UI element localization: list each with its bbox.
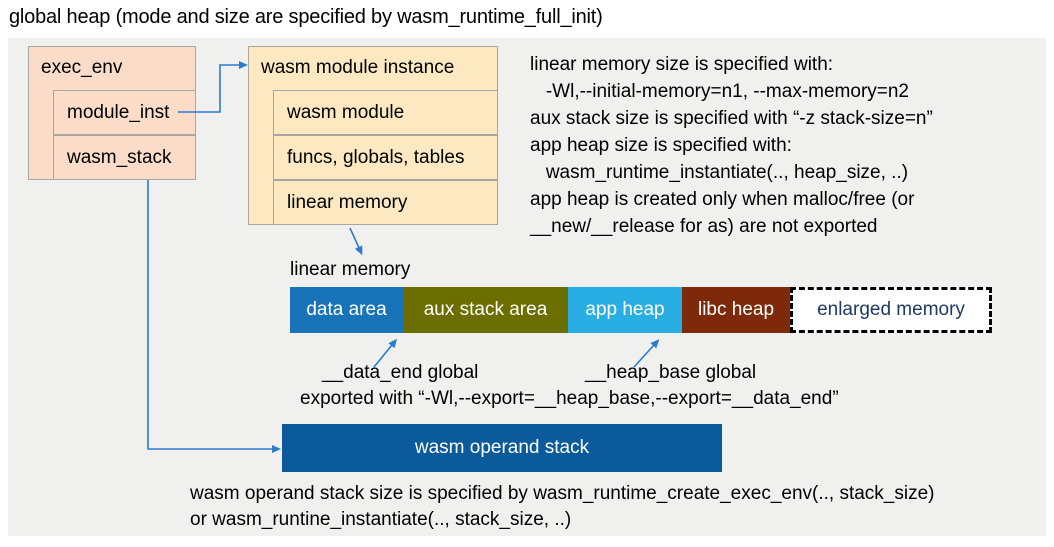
segment-enlarged-memory: enlarged memory [790,287,992,333]
note-line: app heap is created only when malloc/fre… [530,189,915,210]
wasm-stack-box: wasm_stack [53,135,196,180]
diagram-title: global heap (mode and size are specified… [9,6,603,28]
exported-with-label: exported with “-Wl,--export=__heap_base,… [300,388,839,409]
segment-app-heap: app heap [568,287,682,333]
operand-stack-notes: wasm operand stack size is specified by … [190,481,1050,533]
funcs-globals-tables-box: funcs, globals, tables [273,135,498,180]
data-end-global-label: __data_end global [322,362,479,383]
wasm-operand-stack-bar: wasm operand stack [282,424,722,472]
linear-memory-notes: linear memory size is specified with: -W… [530,51,1046,240]
linear-memory-box: linear memory [273,180,498,225]
note-line: or wasm_runtine_instantiate(.., stack_si… [190,509,572,530]
exec-env-label: exec_env [41,57,123,78]
note-line: linear memory size is specified with: [530,54,834,75]
note-line: wasm_runtime_instantiate(.., heap_size, … [530,162,909,183]
segment-aux-stack-area: aux stack area [403,287,568,333]
note-line: aux stack size is specified with “-z sta… [530,108,933,129]
note-line: wasm operand stack size is specified by … [190,483,935,504]
note-line: __new/__release for as) are not exported [530,216,878,237]
module-instance-label: wasm module instance [261,57,455,78]
wasm-module-box: wasm module [273,90,498,135]
module-inst-box: module_inst [53,90,196,135]
heap-base-global-label: __heap_base global [585,362,757,383]
linear-memory-bar-label: linear memory [290,259,411,280]
segment-libc-heap: libc heap [682,287,790,333]
segment-data-area: data area [290,287,403,333]
note-line: app heap size is specified with: [530,135,792,156]
note-line: -Wl,--initial-memory=n1, --max-memory=n2 [530,81,909,102]
